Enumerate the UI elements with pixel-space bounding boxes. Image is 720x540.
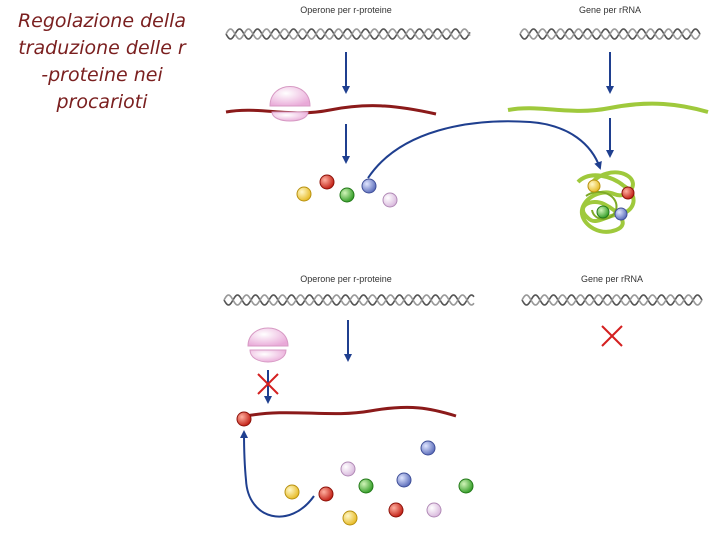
- protein-green: [458, 478, 474, 494]
- top-gene-label: Gene per rRNA: [579, 5, 641, 15]
- title-line-2: traduzione delle r: [18, 37, 186, 59]
- title-line-1: Regolazione della: [17, 10, 187, 32]
- protein-yellow: [587, 179, 601, 193]
- bottom-free-proteins: [284, 440, 474, 526]
- title-line-3: -proteine nei: [41, 64, 163, 86]
- protein-red: [319, 174, 335, 190]
- protein-red: [388, 502, 404, 518]
- bottom-gene-label: Gene per rRNA: [581, 274, 643, 284]
- protein-lilac: [382, 192, 398, 208]
- protein-red: [621, 186, 635, 200]
- bottom-gene-dna-helix: [521, 294, 703, 306]
- top-assembly-arrow: [367, 120, 602, 179]
- protein-red: [318, 486, 334, 502]
- top-rrna-strand: [507, 101, 709, 114]
- top-free-proteins: [296, 174, 398, 208]
- bottom-gene-blocked-x: [601, 325, 623, 347]
- top-ribosome: [269, 86, 311, 122]
- protein-yellow: [296, 186, 312, 202]
- top-r-protein-mrna: [225, 104, 437, 116]
- protein-green: [596, 205, 610, 219]
- assembled-ribosomal-subunit: [576, 170, 636, 234]
- bottom-operon-label: Operone per r-proteine: [300, 274, 392, 284]
- bottom-translation-blocked-x: [257, 373, 279, 395]
- protein-blue: [614, 207, 628, 221]
- protein-green: [339, 187, 355, 203]
- protein-blue: [420, 440, 436, 456]
- protein-lilac: [426, 502, 442, 518]
- top-gene-dna-helix: [519, 28, 701, 40]
- bottom-r-protein-mrna: [245, 405, 457, 418]
- top-operon-label: Operone per r-proteine: [300, 5, 392, 15]
- protein-blue: [396, 472, 412, 488]
- slide-title: Regolazione della traduzione delle r -pr…: [4, 8, 200, 116]
- top-operon-dna-helix: [225, 28, 471, 40]
- bottom-feedback-arrow: [240, 430, 315, 518]
- bottom-operon-dna-helix: [223, 294, 475, 306]
- title-line-4: procarioti: [56, 91, 148, 113]
- protein-green: [358, 478, 374, 494]
- protein-bound-to-mrna: [236, 411, 252, 427]
- protein-yellow: [284, 484, 300, 500]
- protein-yellow: [342, 510, 358, 526]
- bottom-ribosome: [247, 327, 289, 363]
- protein-lilac: [340, 461, 356, 477]
- protein-blue: [361, 178, 377, 194]
